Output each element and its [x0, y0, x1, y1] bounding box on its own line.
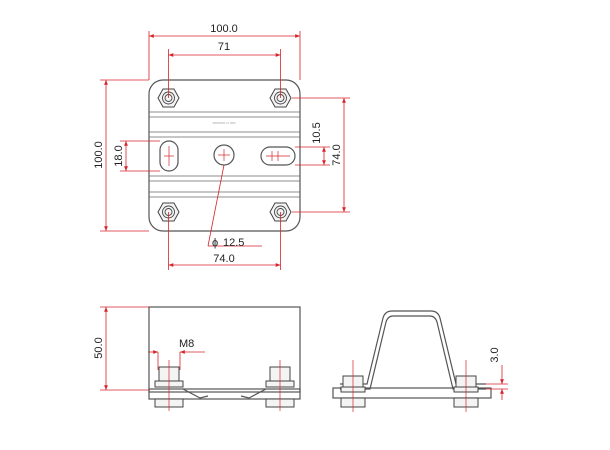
dim-bolt-size: M8 [179, 338, 194, 350]
plate-marking: ═══════ ▭ ═══ [212, 121, 236, 125]
dim-side-height: 50.0 [93, 337, 105, 358]
front-base-plate [332, 387, 492, 399]
slot-right [260, 146, 296, 166]
dim-left-height: 100.0 [93, 141, 105, 169]
dim-hole-diameter: 12.5 [223, 237, 244, 249]
dim-right-spacing: 74.0 [331, 144, 343, 165]
front-view: 3.0 [332, 310, 508, 412]
side-view: 50.0 M8 [93, 306, 301, 411]
dim-hole-diameter-symbol: ϕ [212, 237, 218, 249]
omega-bracket [340, 310, 486, 385]
dim-top-width: 100.0 [210, 23, 238, 35]
dim-slot-offset: 10.5 [311, 122, 323, 143]
dim-hole-spacing-top: 71 [218, 41, 230, 53]
slot-left [159, 140, 179, 172]
dim-slot-height: 18.0 [113, 145, 125, 166]
dim-bottom-spacing: 74.0 [213, 253, 234, 265]
dim-clip-thickness: 3.0 [489, 347, 501, 362]
plate-outline [148, 79, 301, 232]
side-body-outline [148, 306, 301, 393]
top-view: ═══════ ▭ ═══ [93, 23, 350, 270]
